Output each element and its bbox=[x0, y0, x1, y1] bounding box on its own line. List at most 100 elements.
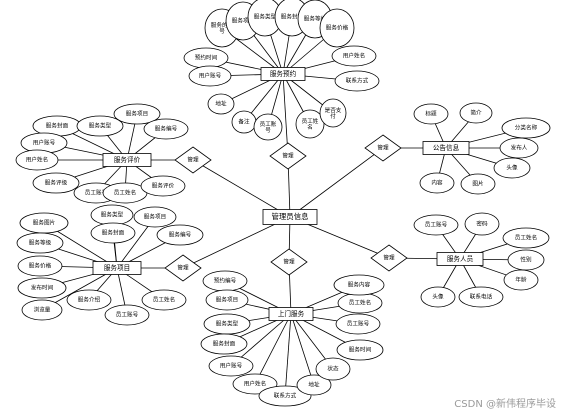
relationship-gonggao: 管理 bbox=[364, 134, 402, 162]
attribute-node: 联系方式 bbox=[334, 70, 380, 92]
attribute-label: 服务类型 bbox=[101, 211, 124, 219]
attribute-node: 服务编号 bbox=[156, 224, 204, 246]
relationship-label: 管理 bbox=[377, 144, 389, 152]
attribute-node: 员工账号 bbox=[335, 313, 381, 335]
attribute-node: 性别 bbox=[507, 249, 545, 271]
attribute-label: 服务内容 bbox=[348, 281, 371, 289]
attribute-label: 服务图片 bbox=[33, 219, 56, 227]
attribute-label: 服务编号 bbox=[169, 231, 192, 239]
watermark: CSDN @新伟程序毕设 bbox=[454, 399, 556, 410]
attribute-label: 员工姓名 bbox=[515, 234, 537, 242]
attribute-label: 服务评级 bbox=[45, 179, 68, 187]
relationship-link bbox=[192, 159, 291, 218]
attribute-label: 图片 bbox=[472, 180, 484, 188]
attribute-label: 服务价格 bbox=[29, 262, 52, 270]
attribute-label: 服务等级 bbox=[304, 15, 327, 23]
attribute-node: 员工账号 bbox=[104, 304, 150, 326]
attribute-node: 服务时间 bbox=[336, 339, 384, 361]
attribute-node: 员工姓名 bbox=[295, 109, 325, 139]
attribute-node: 服务项目 bbox=[113, 103, 161, 125]
entity-pingjia: 服务评价 bbox=[102, 153, 152, 167]
attribute-node: 服务评级 bbox=[32, 172, 80, 194]
attribute-node: 服务价格 bbox=[319, 8, 355, 48]
attribute-node: 用户账号 bbox=[188, 65, 232, 87]
entity-label: 服务人员 bbox=[447, 254, 474, 263]
attribute-node: 内容 bbox=[419, 172, 455, 194]
relationship-label: 管理 bbox=[177, 264, 189, 272]
attribute-link bbox=[284, 313, 292, 397]
attribute-node: 备注 bbox=[231, 110, 257, 134]
attribute-label: 服务时间 bbox=[349, 346, 372, 354]
entity-shangmen: 上门服务 bbox=[268, 307, 314, 321]
attribute-node: 服务项目 bbox=[133, 206, 177, 228]
attribute-node: 状态 bbox=[315, 357, 351, 381]
attribute-link bbox=[254, 313, 292, 385]
attribute-label: 地址 bbox=[308, 381, 320, 389]
attribute-node: 头像 bbox=[493, 157, 531, 179]
attribute-label: 用户姓名 bbox=[26, 156, 48, 164]
relationship-link bbox=[282, 73, 289, 157]
relationship-link bbox=[289, 147, 384, 218]
attribute-label: 服务封面 bbox=[213, 340, 236, 348]
attribute-label: 服务类型 bbox=[254, 13, 277, 21]
attribute-node: 地址 bbox=[207, 93, 235, 115]
attribute-node: 服务类型 bbox=[203, 313, 251, 335]
entity-admin: 管理员信息 bbox=[262, 209, 318, 225]
attribute-label: 浏览量 bbox=[34, 306, 51, 314]
attribute-node: 员工账号 bbox=[253, 113, 283, 141]
attribute-label: 服务类型 bbox=[216, 320, 239, 328]
attribute-label: 用户账号 bbox=[33, 139, 56, 147]
relationship-yuyue: 管理 bbox=[269, 142, 307, 170]
attribute-label: 员工账号 bbox=[425, 221, 448, 229]
attribute-label: 服务封面 bbox=[281, 13, 304, 21]
attribute-label: 联系电话 bbox=[470, 293, 493, 301]
attribute-label: 服务编号 bbox=[155, 125, 178, 133]
attribute-label: 联系方式 bbox=[274, 392, 297, 400]
attribute-label: 标题 bbox=[425, 110, 437, 118]
entity-label: 上门服务 bbox=[278, 309, 305, 318]
attribute-node: 浏览量 bbox=[21, 299, 63, 321]
relationship-shangmen: 管理 bbox=[270, 248, 308, 276]
attribute-node: 员工姓名 bbox=[102, 182, 148, 204]
attribute-node: 用户姓名 bbox=[331, 45, 377, 67]
relationship-link bbox=[182, 216, 291, 269]
relationship-renyuan: 管理 bbox=[370, 244, 408, 272]
attribute-node: 服务图片 bbox=[19, 212, 69, 234]
attribute-node: 服务编号 bbox=[143, 118, 189, 140]
attribute-label: 内容 bbox=[431, 179, 443, 187]
attribute-label: 服务封面 bbox=[46, 122, 69, 130]
attribute-label: 员工账号 bbox=[347, 320, 370, 328]
attribute-node: 发布人 bbox=[499, 137, 539, 159]
entity-label: 管理员信息 bbox=[272, 212, 309, 221]
attribute-node: 服务介绍 bbox=[66, 289, 112, 311]
attribute-node: 联系电话 bbox=[458, 286, 504, 308]
attribute-label: 用户账号 bbox=[199, 72, 222, 80]
attribute-label: 服务项目 bbox=[144, 213, 166, 221]
attribute-label: 是否支付 bbox=[325, 105, 342, 119]
attribute-node: 预约时间 bbox=[183, 47, 229, 69]
attribute-node: 联系方式 bbox=[258, 385, 312, 407]
attribute-node: 标题 bbox=[413, 103, 449, 125]
attribute-label: 员工账号 bbox=[85, 189, 108, 197]
relationship-pingjia: 管理 bbox=[174, 146, 212, 174]
attribute-label: 头像 bbox=[432, 293, 444, 301]
attribute-node: 年龄 bbox=[503, 269, 539, 291]
attribute-node: 密码 bbox=[464, 212, 500, 236]
relationship-label: 管理 bbox=[383, 254, 395, 262]
attribute-label: 用户账号 bbox=[220, 362, 243, 370]
attribute-node: 用户姓名 bbox=[15, 149, 59, 171]
attribute-label: 分类名称 bbox=[515, 124, 538, 132]
attribute-label: 密码 bbox=[476, 220, 488, 228]
entity-label: 服务预约 bbox=[270, 69, 297, 78]
attribute-label: 服务类型 bbox=[89, 122, 112, 130]
attribute-label: 服务项目 bbox=[232, 17, 254, 25]
diagram-nodes: 服务的编号服务项目服务类型服务封面服务等级服务价格预约时间用户账号用户姓名联系方… bbox=[15, 0, 551, 407]
attribute-node: 预约编号 bbox=[202, 270, 248, 292]
attribute-label: 备注 bbox=[238, 118, 250, 126]
attribute-node: 用户账号 bbox=[208, 355, 254, 377]
attribute-node: 员工账号 bbox=[413, 214, 459, 236]
attribute-label: 服务项目 bbox=[216, 296, 238, 304]
attribute-label: 服务封面 bbox=[102, 229, 125, 237]
relationship-xiangmu: 管理 bbox=[164, 254, 202, 282]
